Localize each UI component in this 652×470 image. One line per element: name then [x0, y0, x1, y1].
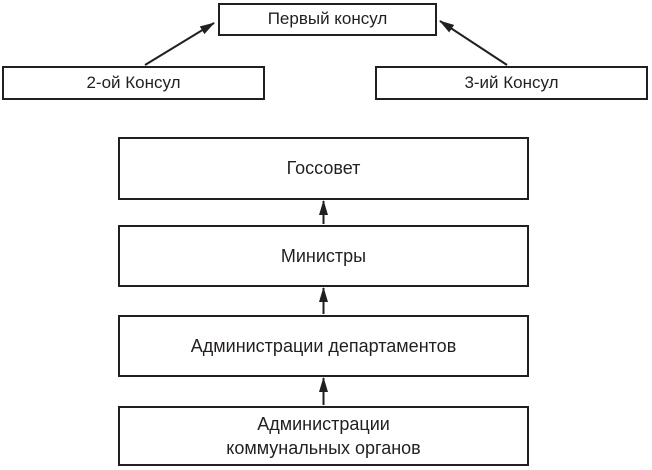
node-state-council: Госсовет	[118, 137, 529, 200]
node-department-administrations: Администрации департаментов	[118, 315, 529, 377]
node-ministers-label: Министры	[280, 245, 367, 266]
node-communal-administrations: Администрации коммунальных органов	[118, 406, 529, 466]
node-third-consul: 3-ий Консул	[375, 66, 648, 100]
node-third-consul-label: 3-ий Консул	[464, 72, 559, 92]
node-second-consul-label: 2-ой Консул	[86, 72, 181, 92]
node-state-council-label: Госсовет	[286, 158, 361, 179]
node-communal-administrations-label: Администрации коммунальных органов	[226, 413, 421, 458]
node-first-consul: Первый консул	[218, 3, 437, 36]
node-ministers: Министры	[118, 225, 529, 287]
arrow-second-consul-to-first-consul	[144, 22, 215, 66]
node-department-administrations-label: Администрации департаментов	[190, 335, 457, 356]
node-first-consul-label: Первый консул	[267, 9, 388, 29]
arrow-third-consul-to-first-consul	[439, 20, 508, 66]
node-second-consul: 2-ой Консул	[2, 66, 265, 100]
